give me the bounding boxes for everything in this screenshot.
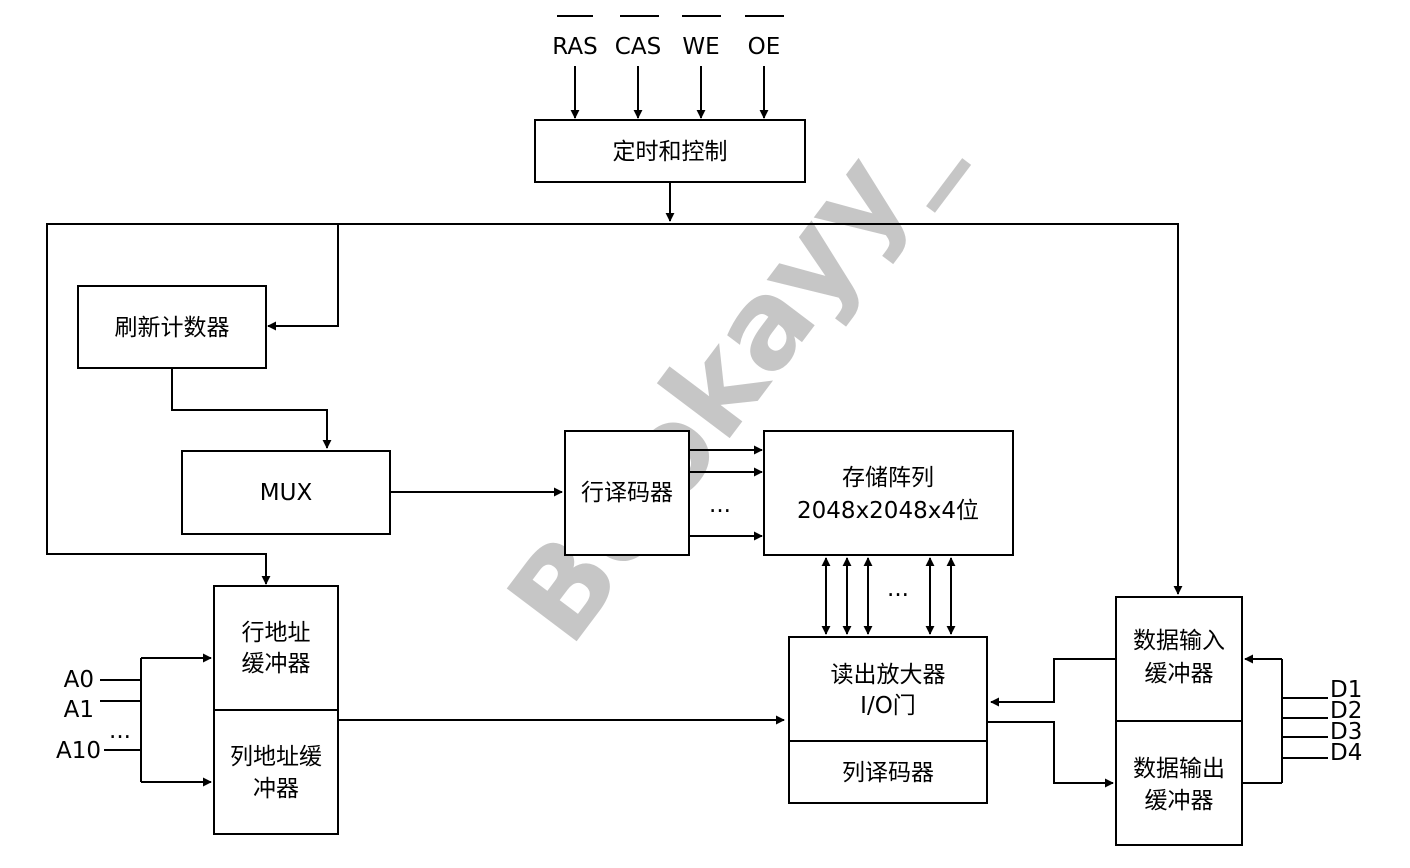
row-lines-ellipsis: ... (709, 492, 731, 518)
row-address-buffer-label-1: 行地址 (242, 620, 311, 646)
data-in-buffer-block (1115, 596, 1243, 722)
io-to-data-out (987, 721, 1114, 788)
memory-array-label-1: 存储阵列 (842, 465, 934, 491)
signal-cas: CAS (615, 34, 661, 60)
sense-amp-label-1: 读出放大器 (831, 662, 946, 688)
pin-d1: D1 (1330, 677, 1362, 703)
row-address-buffer-label-2: 缓冲器 (242, 651, 311, 677)
sense-amp-label-2: I/O门 (860, 693, 916, 719)
col-address-buffer-block (213, 709, 339, 835)
column-decoder-block (788, 740, 988, 804)
pin-d2: D2 (1330, 698, 1362, 724)
row-decoder-label: 行译码器 (581, 480, 673, 506)
signal-we: WE (682, 34, 719, 60)
refresh-to-mux (171, 368, 332, 449)
pin-a0: A0 (64, 667, 94, 693)
control-bus (46, 223, 1179, 594)
row-decoder-block (564, 430, 690, 556)
data-in-to-io (990, 658, 1116, 707)
data-out-buffer-label-1: 数据输出 (1133, 756, 1225, 782)
control-signals: RAS CAS WE OE (552, 15, 784, 119)
pin-a10: A10 (56, 738, 101, 764)
mux-label: MUX (260, 480, 313, 506)
data-pins: D1 D2 D3 D4 (1242, 654, 1362, 784)
control-to-refresh (267, 224, 339, 331)
signal-oe: OE (748, 34, 781, 60)
memory-array-label-2: 2048x2048x4位 (797, 498, 979, 524)
timing-control-block (534, 119, 806, 183)
timing-control-label: 定时和控制 (613, 139, 728, 165)
data-out-buffer-block (1115, 720, 1243, 846)
col-address-buffer-label-1: 列地址缓 (230, 744, 322, 770)
pin-d3: D3 (1330, 719, 1362, 745)
data-in-buffer-label-1: 数据输入 (1133, 628, 1225, 654)
data-in-buffer-label-2: 缓冲器 (1145, 661, 1214, 687)
data-out-buffer-label-2: 缓冲器 (1145, 788, 1214, 814)
row-address-buffer-block (213, 585, 339, 711)
refresh-counter-block (77, 285, 267, 369)
col-address-buffer-label-2: 冲器 (253, 776, 299, 802)
refresh-counter-label: 刷新计数器 (115, 315, 230, 341)
signal-ras: RAS (552, 34, 597, 60)
mux-block (181, 450, 391, 535)
pin-a1: A1 (64, 697, 94, 723)
sense-amp-io-block (788, 636, 988, 742)
pin-d4: D4 (1330, 740, 1362, 766)
column-decoder-label: 列译码器 (842, 760, 934, 786)
memory-array-block (763, 430, 1014, 556)
pin-ellipsis: ... (109, 718, 131, 744)
address-pins: A0 A1 ... A10 (56, 653, 212, 787)
bitlines-ellipsis: ... (887, 576, 909, 602)
